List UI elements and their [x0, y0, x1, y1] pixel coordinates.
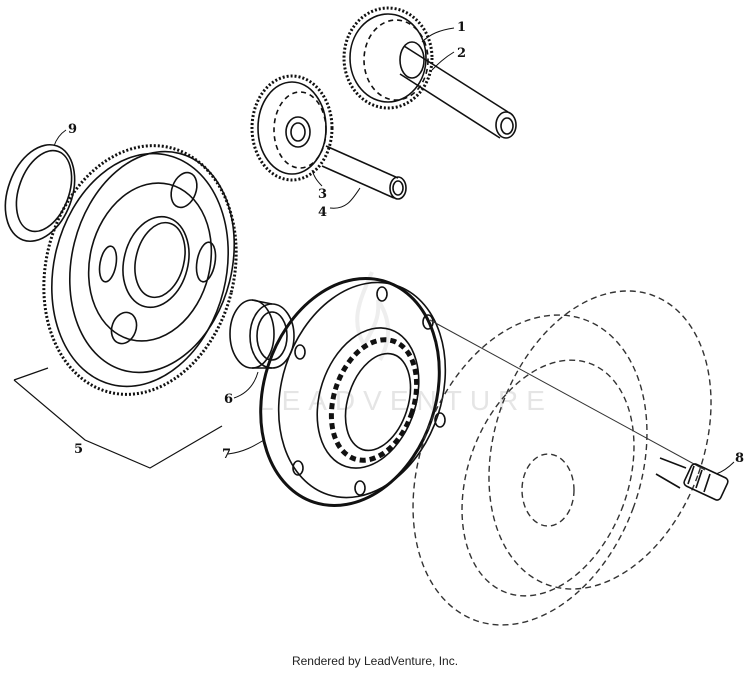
part-3-gear[interactable]: [250, 74, 334, 182]
bracket-item-5-left-arm: [13, 367, 49, 381]
callout-9: 9: [68, 122, 77, 137]
part-5-driven-gear[interactable]: [18, 125, 261, 415]
callout-4: 4: [318, 205, 327, 220]
watermark-text: LEADVENTURE: [258, 385, 553, 416]
callout-2: 2: [457, 46, 466, 61]
part-4-shaft[interactable]: [321, 145, 407, 200]
callout-6: 6: [224, 392, 233, 407]
part-9-washer[interactable]: [0, 135, 87, 251]
leader-lines: [53, 27, 735, 475]
callout-7: 7: [222, 447, 231, 462]
part-8-bolt[interactable]: [655, 457, 729, 501]
callout-3: 3: [318, 187, 327, 202]
footer-credit: Rendered by LeadVenture, Inc.: [291, 654, 459, 668]
part-2-shaft[interactable]: [399, 45, 517, 139]
callout-8: 8: [735, 451, 744, 466]
callout-5: 5: [74, 442, 83, 457]
part-6-needle-bearing[interactable]: [229, 299, 295, 369]
bracket-item-5: [13, 379, 223, 469]
flywheel-reference: [412, 290, 712, 626]
part-1-gear[interactable]: [342, 6, 434, 110]
callout-1: 1: [457, 20, 466, 35]
